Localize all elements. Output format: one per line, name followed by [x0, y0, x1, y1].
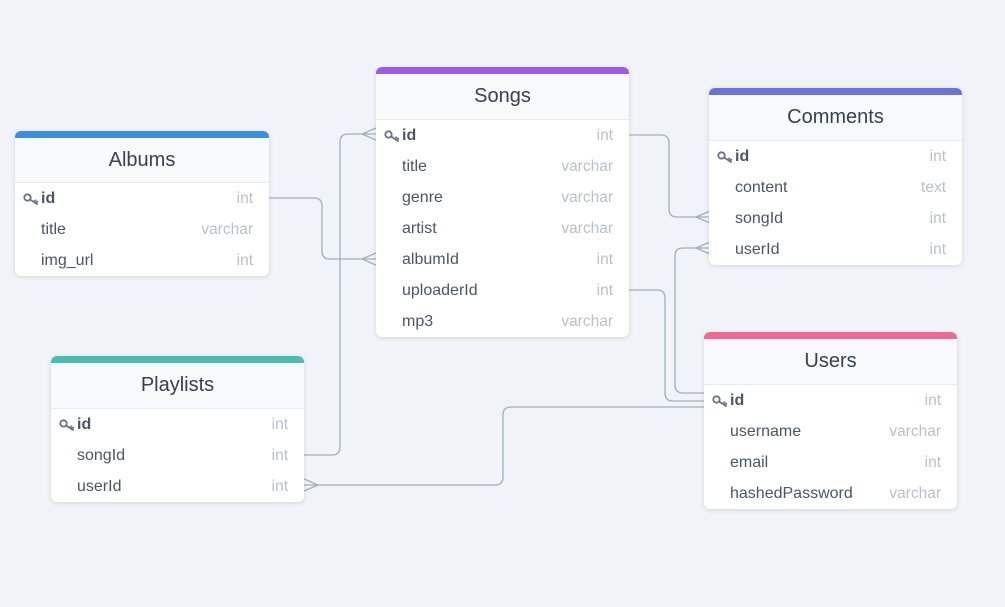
- table-accent-bar: [376, 67, 629, 74]
- field-list: id int content text songId int userId int: [709, 141, 962, 265]
- crowfoot-songs-albumid: [360, 252, 377, 266]
- field-row-username[interactable]: username varchar: [704, 416, 957, 447]
- field-row-artist[interactable]: artist varchar: [376, 213, 629, 244]
- field-type: int: [271, 446, 288, 464]
- relation-users-songs: [628, 289, 705, 402]
- field-type: varchar: [201, 220, 253, 238]
- field-type: int: [596, 126, 613, 144]
- primary-key-icon: [384, 129, 400, 142]
- field-row-albumid[interactable]: albumId int: [376, 244, 629, 275]
- field-type: int: [924, 453, 941, 471]
- field-name: username: [730, 422, 802, 440]
- field-name: title: [402, 157, 427, 175]
- field-row-userid[interactable]: userId int: [51, 471, 304, 502]
- field-name: userId: [735, 240, 780, 258]
- table-header-albums[interactable]: Albums: [15, 138, 269, 183]
- field-list: id int songId int userId int: [51, 409, 304, 502]
- field-row-genre[interactable]: genre varchar: [376, 182, 629, 213]
- field-type: text: [921, 178, 946, 196]
- field-name: email: [730, 453, 769, 471]
- field-row-content[interactable]: content text: [709, 172, 962, 203]
- field-type: int: [929, 209, 946, 227]
- field-type: varchar: [561, 188, 613, 206]
- field-type: int: [596, 250, 613, 268]
- field-list: id int title varchar genre varchar artist varch…: [376, 120, 629, 337]
- field-row-email[interactable]: email int: [704, 447, 957, 478]
- table-header-playlists[interactable]: Playlists: [51, 363, 304, 409]
- field-name: id: [402, 126, 417, 144]
- field-row-songid[interactable]: songId int: [709, 203, 962, 234]
- field-name: id: [735, 147, 750, 165]
- field-name: id: [730, 391, 745, 409]
- field-row-mp3[interactable]: mp3 varchar: [376, 306, 629, 337]
- field-row-userid[interactable]: userId int: [709, 234, 962, 265]
- primary-key-icon: [23, 192, 39, 205]
- field-type: int: [271, 415, 288, 433]
- field-type: int: [929, 147, 946, 165]
- field-type: int: [271, 477, 288, 495]
- field-type: varchar: [561, 312, 613, 330]
- relation-users-playlists: [304, 406, 705, 486]
- table-accent-bar: [51, 356, 304, 363]
- crowfoot-songs-id-playlists: [360, 127, 377, 141]
- field-row-title[interactable]: title varchar: [376, 151, 629, 182]
- primary-key-icon: [59, 418, 75, 431]
- table-header-comments[interactable]: Comments: [709, 95, 962, 141]
- crowfoot-comments-songid: [694, 210, 711, 224]
- table-accent-bar: [15, 131, 269, 138]
- field-type: varchar: [561, 157, 613, 175]
- field-type: int: [929, 240, 946, 258]
- primary-key-icon: [712, 394, 728, 407]
- field-row-id[interactable]: id int: [376, 120, 629, 151]
- field-row-img_url[interactable]: img_url int: [15, 245, 269, 276]
- field-row-id[interactable]: id int: [51, 409, 304, 440]
- table-albums[interactable]: Albums id int title varchar img_url int: [15, 131, 269, 276]
- field-type: varchar: [561, 219, 613, 237]
- field-name: id: [77, 415, 92, 433]
- field-type: int: [596, 281, 613, 299]
- field-name: uploaderId: [402, 281, 478, 299]
- table-header-users[interactable]: Users: [704, 339, 957, 385]
- field-name: title: [41, 220, 66, 238]
- crowfoot-comments-userid: [694, 241, 711, 255]
- field-name: mp3: [402, 312, 434, 330]
- relation-albums-songs: [269, 197, 376, 260]
- field-type: int: [236, 189, 253, 207]
- field-name: userId: [77, 477, 122, 495]
- field-row-songid[interactable]: songId int: [51, 440, 304, 471]
- field-row-id[interactable]: id int: [709, 141, 962, 172]
- field-row-id[interactable]: id int: [704, 385, 957, 416]
- table-playlists[interactable]: Playlists id int songId int userId int: [51, 356, 304, 502]
- table-header-songs[interactable]: Songs: [376, 74, 629, 120]
- field-type: varchar: [889, 422, 941, 440]
- field-row-uploaderid[interactable]: uploaderId int: [376, 275, 629, 306]
- field-name: img_url: [41, 251, 94, 269]
- table-accent-bar: [704, 332, 957, 339]
- field-type: int: [236, 251, 253, 269]
- field-name: albumId: [402, 250, 459, 268]
- relation-songs-comments: [628, 134, 710, 218]
- field-name: artist: [402, 219, 437, 237]
- field-row-title[interactable]: title varchar: [15, 214, 269, 245]
- field-name: songId: [735, 209, 784, 227]
- crowfoot-playlists-userid: [303, 478, 320, 492]
- field-name: content: [735, 178, 788, 196]
- primary-key-icon: [717, 150, 733, 163]
- field-list: id int username varchar email int hashedPasswo…: [704, 385, 957, 509]
- field-type: varchar: [889, 484, 941, 502]
- field-type: int: [924, 391, 941, 409]
- field-name: id: [41, 189, 56, 207]
- field-list: id int title varchar img_url int: [15, 183, 269, 276]
- field-name: genre: [402, 188, 443, 206]
- table-accent-bar: [709, 88, 962, 95]
- field-name: songId: [77, 446, 126, 464]
- table-users[interactable]: Users id int username varchar email int hashed…: [704, 332, 957, 509]
- field-row-hashedpassword[interactable]: hashedPassword varchar: [704, 478, 957, 509]
- field-name: hashedPassword: [730, 484, 853, 502]
- field-row-id[interactable]: id int: [15, 183, 269, 214]
- relation-songs-playlists: [304, 133, 376, 456]
